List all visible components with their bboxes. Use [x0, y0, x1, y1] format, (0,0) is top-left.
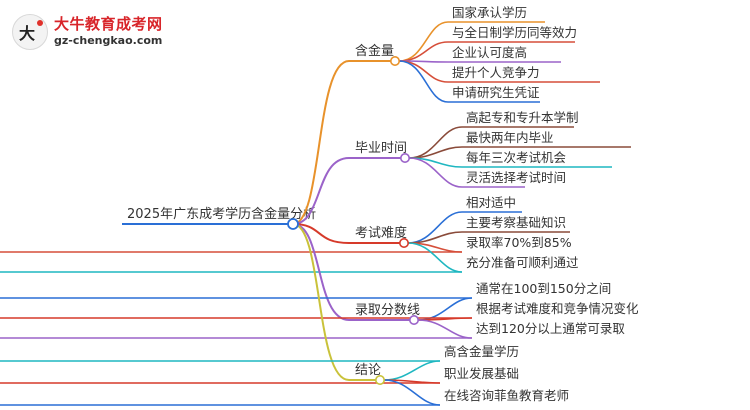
logo-title: 大牛教育成考网: [54, 15, 163, 33]
leaf-connector: [407, 242, 463, 273]
leaf-label: 国家承认学历: [452, 5, 527, 20]
branch-label-5: 结论: [355, 363, 381, 378]
branch-node[interactable]: [398, 238, 409, 249]
branch-node[interactable]: [399, 153, 410, 164]
leaf-connector: [408, 157, 463, 188]
branch-label-3: 考试难度: [355, 225, 407, 241]
leaf-label: 在线咨询菲鱼教育老师: [444, 388, 569, 403]
branch-node[interactable]: [389, 55, 400, 66]
leaf-connector: [398, 21, 449, 62]
daniu-logo-icon: 大: [12, 14, 48, 50]
leaf-label: 与全日制学历同等效力: [452, 25, 577, 40]
branch-label-2: 毕业时间: [355, 141, 407, 156]
leaf-connector: [417, 297, 473, 321]
leaf-label: 提升个人竞争力: [452, 65, 540, 80]
branch-node[interactable]: [374, 374, 385, 385]
branch-connector: [292, 223, 350, 321]
leaf-label: 申请研究生凭证: [452, 85, 540, 100]
leaf-label: 高起专和专升本学制: [466, 110, 579, 125]
leaf-label: 职业发展基础: [444, 366, 519, 381]
branch-connector: [292, 60, 350, 225]
branch-label-1: 含金量: [355, 43, 394, 59]
leaf-label: 相对适中: [466, 195, 516, 210]
branch-node[interactable]: [408, 314, 419, 325]
leaf-connector: [383, 360, 441, 381]
leaf-label: 达到120分以上通常可录取: [476, 321, 625, 336]
leaf-label: 最快两年内毕业: [466, 130, 554, 145]
leaf-label: 企业认可度高: [452, 45, 527, 60]
leaf-label: 每年三次考试机会: [466, 150, 567, 165]
leaf-label: 通常在100到150分之间: [476, 281, 611, 296]
root-topic-label: 2025年广东成考学历含金量分析: [127, 206, 316, 222]
leaf-label: 主要考察基础知识: [466, 215, 566, 230]
leaf-connector: [417, 319, 473, 339]
leaf-label: 录取率70%到85%: [466, 235, 572, 250]
leaf-connector: [398, 60, 449, 103]
leaf-label: 根据考试难度和竞争情况变化: [476, 301, 639, 316]
branch-connector: [292, 223, 350, 244]
root-node[interactable]: [287, 218, 299, 230]
leaf-label: 灵活选择考试时间: [466, 170, 566, 185]
leaf-label: 高含金量学历: [444, 344, 519, 359]
branch-connector: [292, 157, 350, 225]
branch-connector: [292, 223, 350, 381]
branch-label-4: 录取分数线: [355, 303, 420, 318]
leaf-label: 充分准备可顺利通过: [466, 255, 579, 270]
site-logo[interactable]: 大 大牛教育成考网 gz-chengkao.com: [8, 10, 178, 52]
logo-url: gz-chengkao.com: [54, 34, 163, 47]
